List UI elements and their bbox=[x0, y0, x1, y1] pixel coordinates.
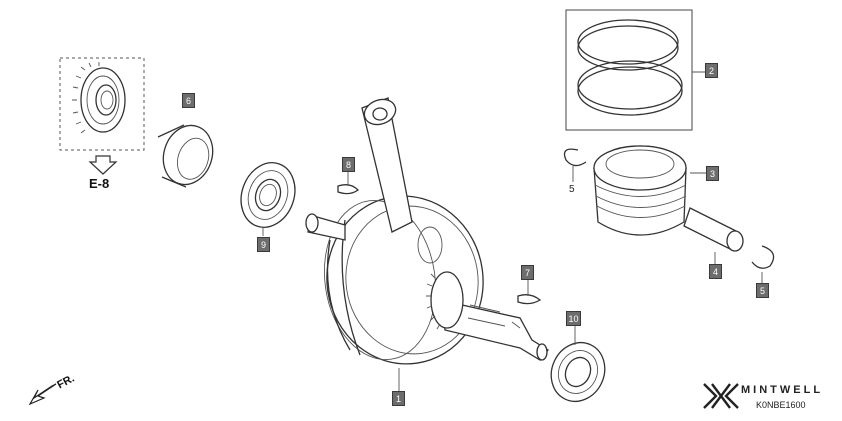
piston-clip-right bbox=[751, 245, 775, 269]
bearing-part-9 bbox=[240, 162, 296, 228]
piston-part-3 bbox=[593, 145, 687, 236]
callout-5-right: 5 bbox=[756, 283, 769, 298]
mintwell-logo-icon bbox=[703, 383, 739, 409]
primary-gear bbox=[72, 62, 126, 134]
piston-rings-box bbox=[565, 9, 693, 131]
key-part-7 bbox=[517, 294, 542, 305]
bearing-part-10 bbox=[550, 342, 606, 402]
label-5-left: 5 bbox=[569, 184, 575, 195]
callout-8: 8 bbox=[342, 157, 355, 172]
callout-9: 9 bbox=[257, 237, 270, 252]
callout-1: 1 bbox=[392, 391, 405, 406]
crankshaft-assembly bbox=[305, 97, 549, 365]
key-part-8 bbox=[337, 184, 359, 195]
piston-pin-part-4 bbox=[683, 207, 744, 252]
callout-6: 6 bbox=[182, 93, 195, 108]
down-arrow bbox=[88, 155, 118, 175]
piston-rings-part-2 bbox=[577, 19, 683, 116]
piston-clip-left bbox=[563, 148, 587, 167]
brand-name: MINTWELL bbox=[741, 384, 824, 396]
diagram-code: K0NBE1600 bbox=[756, 400, 806, 410]
reference-label-e8: E-8 bbox=[89, 176, 110, 191]
callout-2: 2 bbox=[705, 63, 718, 78]
callout-10: 10 bbox=[566, 311, 581, 326]
front-direction-arrow-icon bbox=[28, 383, 57, 406]
callout-3: 3 bbox=[706, 166, 719, 181]
callout-4: 4 bbox=[709, 264, 722, 279]
collar-part-6 bbox=[157, 124, 214, 188]
callout-7: 7 bbox=[521, 265, 534, 280]
gear-reference-box bbox=[59, 57, 145, 151]
